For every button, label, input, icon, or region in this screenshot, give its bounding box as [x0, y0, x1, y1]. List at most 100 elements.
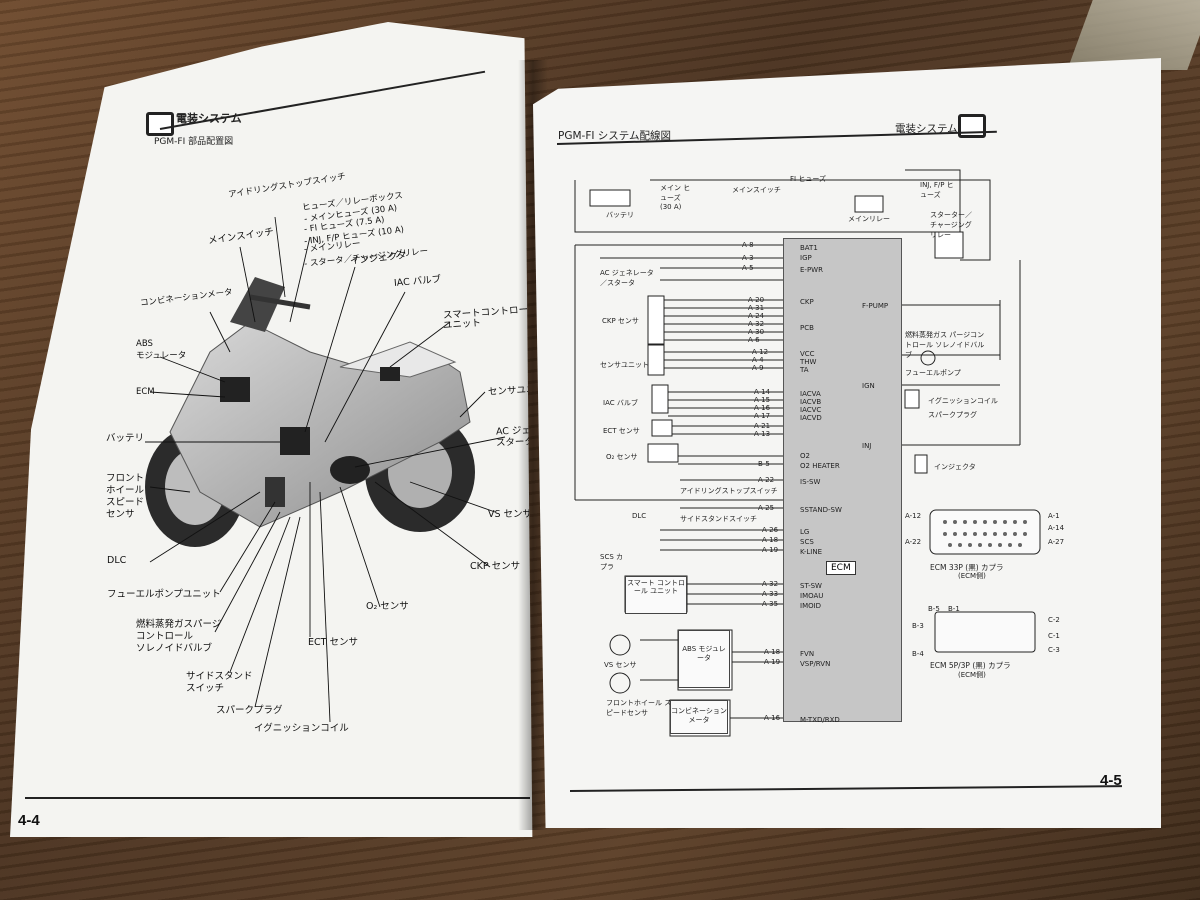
signal-label: IACVB [800, 398, 822, 406]
pin-label: A-24 [748, 312, 765, 320]
signal-label: IS-SW [800, 478, 821, 486]
label-battery-wiring: バッテリ [606, 211, 634, 219]
label-ecm-33p-coupler: ECM 33P (黒) カプラ [930, 563, 1004, 572]
pin-label: A-22 [758, 476, 775, 484]
signal-label: INJ [862, 442, 872, 450]
combination-meter-block: コンビネーション メータ [670, 700, 728, 734]
pin-label: A-3 [742, 254, 754, 262]
connector-5p3p-pin: C-3 [1048, 646, 1060, 654]
pin-label: A-17 [754, 412, 771, 420]
signal-label: ST-SW [800, 582, 822, 590]
label-ckp-sensor-wiring: CKP センサ [602, 317, 639, 325]
pin-label: A-30 [748, 328, 765, 336]
right-header-title: PGM-FI システム配線図 [558, 130, 671, 142]
signal-label: THW [800, 358, 817, 366]
pin-label: A-32 [762, 580, 779, 588]
signal-label: SSTAND-SW [800, 506, 842, 514]
label-front-wheel-speed-sensor-wiring: フロントホイール スピードセンサ [606, 699, 672, 717]
label-ecm: ECM [136, 387, 155, 397]
connector-33p-pin: A-12 [905, 512, 922, 520]
label-inj-fp-fuse-wiring: INJ, F/P ヒューズ [920, 181, 954, 199]
signal-label: IMOID [800, 602, 822, 610]
leader-lines [145, 216, 506, 723]
connector-5p3p-pin: B-4 [912, 650, 924, 658]
label-abs-modulator-wiring: ABS モジュレータ [682, 645, 726, 663]
connector-5p3p-pin: C-2 [1048, 616, 1060, 624]
pin-label: A-8 [742, 241, 754, 249]
handlebar [249, 294, 311, 310]
right-page-number: 4-5 [1100, 772, 1122, 789]
label-vs-sensor: VS センサ [488, 509, 533, 520]
smart-control-unit-part [380, 367, 400, 381]
label-main-switch-wiring: メインスイッチ [732, 186, 781, 194]
label-purge-solenoid-wiring: 燃料蒸発ガス パージコントロール ソレノイドバルブ [905, 331, 985, 359]
signal-label: K-LINE [800, 548, 823, 556]
label-o2-sensor-wiring: O₂ センサ [606, 453, 638, 461]
connector-5p3p-pin: B-5 [928, 605, 940, 613]
label-iac-valve-wiring: IAC バルブ [603, 399, 638, 407]
pin-label: A-19 [764, 658, 781, 666]
label-sensor-unit-wiring: センサユニット [600, 361, 649, 369]
signal-label: IMOAU [800, 592, 824, 600]
signal-label: LG [800, 528, 810, 536]
label-smart-control-unit-wiring: スマート コントロール ユニット [626, 579, 685, 596]
battery-section-icon-right [958, 114, 986, 138]
left-page: 電装システム PGM-FI 部品配置図 [10, 22, 533, 837]
pin-label: A-15 [754, 396, 771, 404]
label-dlc-wiring: DLC [632, 512, 647, 520]
pin-label: A-12 [752, 348, 769, 356]
ac-generator-part [330, 456, 370, 484]
connector-33p-pin: A-27 [1048, 538, 1065, 546]
fuel-pump-part [265, 477, 285, 507]
label-scs-coupler-wiring: SCS カプラ [600, 553, 623, 571]
pin-label: A-16 [764, 714, 781, 722]
pin-label: A-9 [752, 364, 764, 372]
ecm-label: ECM [826, 561, 856, 575]
label-ckp-sensor: CKP センサ [470, 561, 521, 572]
left-header-title: PGM-FI 部品配置図 [154, 137, 234, 147]
connector-5p3p-pin: C-1 [1048, 632, 1060, 640]
connector-pin-dots [943, 520, 1027, 547]
connector-5p3p-pin: B-1 [948, 605, 960, 613]
pin-label: A-31 [748, 304, 765, 312]
label-side-stand-switch-wiring: サイドスタンドスイッチ [680, 515, 757, 523]
signal-label: FVN [800, 650, 815, 658]
ecm-block: ECM [783, 238, 902, 722]
signal-label: IGN [862, 382, 875, 390]
smart-control-unit-block: スマート コントロール ユニット [625, 576, 687, 614]
ecm-part [220, 377, 250, 402]
pin-label: A-4 [752, 356, 764, 364]
label-ect-sensor-wiring: ECT センサ [603, 427, 640, 435]
connector-33p-pin: A-1 [1048, 512, 1060, 520]
signal-label: IACVC [800, 406, 822, 414]
signal-label: IACVA [800, 390, 821, 398]
label-o2-sensor: O₂ センサ [366, 601, 409, 612]
handlebar-cover [230, 277, 285, 332]
label-main-fuse-wiring: メイン ヒューズ (30 A) [660, 184, 691, 211]
signal-label: O2 HEATER [800, 462, 840, 470]
label-side-stand: サイドスタンド [186, 671, 253, 682]
label-purge: 燃料蒸発ガスパージ [136, 619, 222, 630]
pin-label: A-21 [754, 422, 771, 430]
signal-label: SCS [800, 538, 814, 546]
left-footer-rule [25, 797, 530, 799]
pin-label: A-5 [742, 264, 754, 272]
label-ac-generator-wiring: AC ジェネレータ／スタータ [600, 269, 654, 287]
label-spark-plug-wiring: スパークプラグ [928, 411, 977, 419]
signal-label: F-PUMP [862, 302, 889, 310]
signal-label: O2 [800, 452, 810, 460]
label-purge-control: コントロール [136, 631, 194, 642]
connector-33p-pin: A-22 [905, 538, 922, 546]
signal-label: CKP [800, 298, 814, 306]
label-sensor: センサ [106, 509, 135, 520]
label-main-relay-wiring: メインリレー [848, 215, 890, 223]
signal-label: IACVD [800, 414, 822, 422]
label-fuel-pump-unit: フューエルポンプユニット [107, 589, 221, 600]
label-abs: ABS [136, 339, 153, 349]
pin-label: A-26 [762, 526, 779, 534]
pin-label: A-25 [758, 504, 775, 512]
battery-section-icon [146, 112, 174, 136]
label-starter-relay-wiring: スターター／チャージングリレー [930, 211, 972, 239]
connector-5p3p-pin: B-3 [912, 622, 924, 630]
